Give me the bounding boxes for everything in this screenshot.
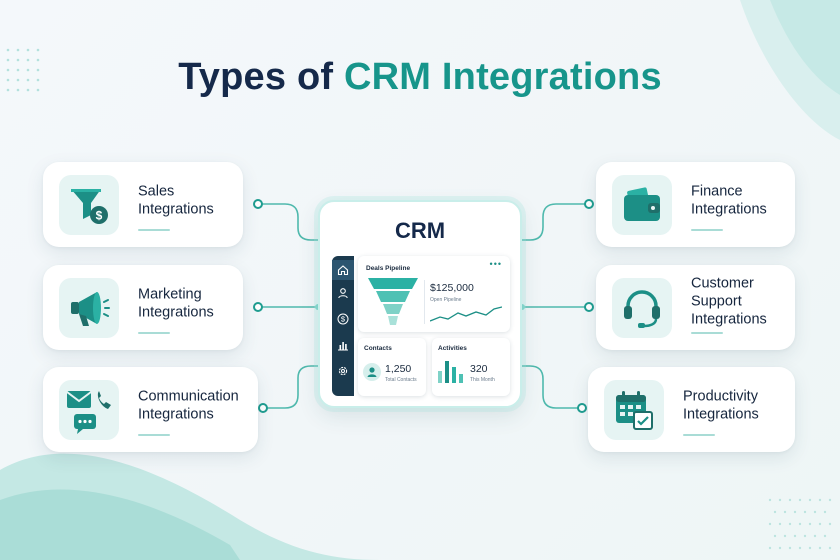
- label-underline: [683, 434, 715, 436]
- card-label: Sales Integrations: [138, 182, 214, 218]
- home-icon[interactable]: [332, 260, 354, 280]
- svg-text:$: $: [341, 315, 346, 324]
- contacts-title: Contacts: [364, 345, 392, 352]
- activities-subtitle: This Month: [470, 377, 495, 383]
- label-line-1: Communication: [138, 388, 239, 405]
- pipeline-subtitle: Open Pipeline: [430, 297, 462, 303]
- user-icon[interactable]: [336, 286, 350, 300]
- crm-dashboard-panel: CRM $ Deals Pipeline ••• $125,000 Open P…: [318, 200, 522, 408]
- pipeline-value: $125,000: [430, 282, 474, 294]
- activities-bar-icon: [438, 361, 463, 383]
- settings-icon[interactable]: [336, 364, 350, 378]
- card-customer-support-integrations[interactable]: Customer Support Integrations: [596, 265, 795, 350]
- label-underline: [138, 434, 170, 436]
- label-underline: [691, 229, 723, 231]
- mail-phone-chat-icon: [59, 379, 119, 440]
- label-line-2: Integrations: [138, 406, 214, 423]
- card-finance-integrations[interactable]: Finance Integrations: [596, 162, 795, 247]
- headset-icon: [612, 277, 672, 338]
- connector-communication: [263, 365, 318, 409]
- card-label: Communication Integrations: [138, 387, 239, 423]
- title-part-1: Types of: [178, 56, 334, 98]
- node-customer-support: [584, 302, 594, 312]
- trend-line-icon: [430, 306, 502, 322]
- pipeline-title: Deals Pipeline: [366, 265, 411, 272]
- contacts-widget[interactable]: Contacts 1,250 Total Contacts: [358, 338, 426, 396]
- label-line-2: Integrations: [691, 311, 767, 328]
- label-line-1: Finance: [691, 183, 743, 200]
- funnel-dollar-icon: $: [59, 174, 119, 235]
- card-label: Marketing Integrations: [138, 285, 214, 321]
- card-productivity-integrations[interactable]: Productivity Integrations: [588, 367, 795, 452]
- node-communication: [258, 403, 268, 413]
- card-label: Customer Support Integrations: [691, 274, 795, 328]
- label-line-2: Integrations: [138, 201, 214, 218]
- crm-sidebar: $: [332, 256, 354, 396]
- megaphone-icon: [59, 277, 119, 338]
- funnel-chart-icon: [368, 278, 418, 325]
- label-line-1: Sales: [138, 183, 175, 200]
- label-line-1: Marketing: [138, 286, 202, 303]
- dollar-icon[interactable]: $: [336, 312, 350, 326]
- label-line-2: Integrations: [683, 406, 759, 423]
- contacts-user-icon: [363, 363, 381, 381]
- crm-title: CRM: [394, 218, 446, 243]
- label-line-1: Customer Support: [691, 275, 754, 310]
- label-line-2: Integrations: [138, 304, 214, 321]
- card-marketing-integrations[interactable]: Marketing Integrations: [43, 265, 243, 350]
- label-underline: [691, 332, 723, 334]
- card-sales-integrations[interactable]: $ Sales Integrations: [43, 162, 243, 247]
- node-marketing: [253, 302, 263, 312]
- label-underline: [138, 332, 170, 334]
- card-label: Productivity Integrations: [683, 387, 759, 423]
- connector-sales: [258, 203, 318, 241]
- activities-widget[interactable]: Activities 320 This Month: [432, 338, 510, 396]
- deals-pipeline-widget[interactable]: Deals Pipeline ••• $125,000 Open Pipelin…: [358, 256, 510, 332]
- card-label: Finance Integrations: [691, 182, 767, 218]
- label-line-1: Productivity: [683, 388, 758, 405]
- page-title: Types of CRM Integrations: [0, 56, 840, 99]
- wallet-icon: [612, 174, 672, 235]
- connector-productivity: [522, 365, 582, 409]
- activities-value: 320: [470, 363, 488, 375]
- divider: [424, 280, 425, 324]
- calendar-check-icon: [604, 379, 664, 440]
- svg-text:$: $: [96, 208, 103, 222]
- activities-title: Activities: [438, 345, 467, 352]
- card-communication-integrations[interactable]: Communication Integrations: [43, 367, 258, 452]
- node-sales: [253, 199, 263, 209]
- contacts-subtitle: Total Contacts: [385, 377, 417, 383]
- bar-chart-icon[interactable]: [336, 338, 350, 352]
- label-underline: [138, 229, 170, 231]
- node-productivity: [577, 403, 587, 413]
- connector-finance: [522, 203, 589, 241]
- contacts-value: 1,250: [385, 363, 412, 375]
- node-finance: [584, 199, 594, 209]
- more-options-icon[interactable]: •••: [489, 259, 502, 269]
- label-line-2: Integrations: [691, 201, 767, 218]
- title-part-2: CRM Integrations: [344, 56, 662, 98]
